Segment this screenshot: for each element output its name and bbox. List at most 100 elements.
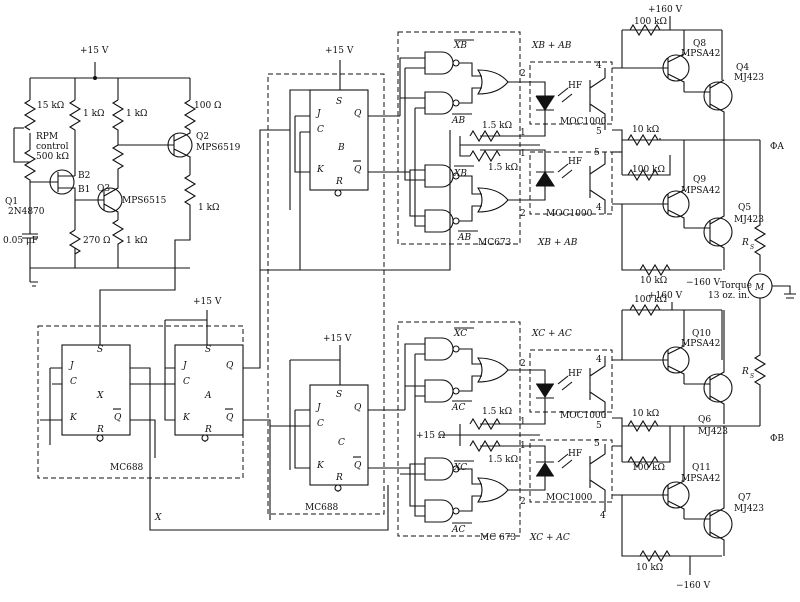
gate-block-bottom: XC AC XC + AC XC AC XC + AC MC 673: [397, 321, 572, 543]
supply-15v-ffb: +15 V: [325, 46, 354, 56]
torque-label: Torque: [720, 281, 752, 291]
q5-label: Q5: [738, 203, 751, 213]
ffx-pin-r: R: [96, 425, 104, 435]
mc688-mid-outline: [267, 73, 385, 515]
q3-label: Q3: [97, 184, 110, 194]
opto-top-2-hf: HF: [568, 157, 582, 167]
or-gate-bottom-1: [476, 357, 509, 383]
mc673-bottom-outline: [397, 321, 521, 537]
gate-top-in4: AB: [457, 233, 471, 243]
r10k-q11: 10 kΩ: [636, 563, 663, 573]
q8-label: Q8: [693, 39, 706, 49]
ffa-pin-r: R: [204, 425, 212, 435]
resistor-1k-b1-label: 1 kΩ: [83, 109, 105, 119]
motor-section: R S M Torque 13 oz. in. R S: [708, 140, 796, 426]
ffa-pin-c: C: [183, 377, 190, 387]
q2-part: MPS6519: [196, 143, 241, 153]
opto-bottom-1-part: MOC1000: [560, 411, 607, 421]
ffc-pin-r: R: [335, 473, 343, 483]
opto-top-2-pin4: 4: [596, 203, 602, 213]
opto-bottom-2-outline: [529, 439, 613, 503]
supply-m160v-top: −160 V: [686, 278, 721, 288]
ffc-pin-j: J: [315, 403, 322, 413]
q4-transistor-symbol: [703, 81, 733, 111]
q11-label: Q11: [692, 463, 711, 473]
opto-r2: 1.5 kΩ: [488, 163, 518, 173]
ffx-pin-qbar: Q: [114, 413, 122, 423]
q6-part: MJ423: [698, 427, 728, 437]
pot-label-1: RPM: [36, 132, 58, 142]
ffc-pin-s: S: [336, 390, 342, 400]
opto-r1: 1.5 kΩ: [482, 121, 512, 131]
nand-gate-3: [424, 164, 454, 188]
nand-gate-7: [424, 457, 454, 481]
opto-bottom-2-hf: HF: [568, 449, 582, 459]
gate-top-in2: AB: [451, 116, 465, 126]
q10-label: Q10: [692, 329, 711, 339]
ffc-pin-q: Q: [354, 403, 362, 413]
opto-bottom-2-pin2: 2: [520, 497, 526, 507]
q6-transistor-symbol: [703, 373, 733, 403]
opto-top-1-pin2: 2: [520, 69, 526, 79]
gate-bottom-in1: XC: [453, 329, 467, 339]
r100k-q10: 100 kΩ: [634, 295, 667, 305]
flipflop-a: [174, 344, 244, 436]
gate-bottom-in4: AC: [451, 525, 465, 535]
ffc-name: C: [338, 438, 345, 448]
q1-part: 2N4870: [8, 207, 45, 217]
mc688-left-block: S J C X K R Q MC688 S J C A K R Q Q +15 …: [37, 129, 389, 531]
gate-bottom-label-1: XC + AC: [531, 329, 572, 339]
opto-top-1-pin5: 5: [596, 127, 602, 137]
opto-top-2-pin5: 5: [594, 148, 600, 158]
gate-bottom-label-2: XC + AC: [529, 533, 570, 543]
opto-top-2-pin2: 2: [520, 209, 526, 219]
r10k-q10: 10 kΩ: [632, 409, 659, 419]
phase-a-label: ΦA: [770, 142, 784, 152]
opto-bottom-2-part: MOC1000: [546, 493, 593, 503]
supply-15v-ffa: +15 V: [193, 297, 222, 307]
q7-label: Q7: [738, 493, 751, 503]
ffa-pin-k: K: [182, 413, 191, 423]
q5-part: MJ423: [734, 215, 764, 225]
ffc-pin-qbar: Q: [354, 461, 362, 471]
opto-supply-label: +15 Ω: [416, 431, 445, 441]
q1-b1-pin: B1: [78, 185, 90, 195]
mc688-mid-label: MC688: [305, 503, 339, 513]
oscillator-section: +15 V 15 kΩ 1 kΩ 1 kΩ 100 Ω RPM control …: [3, 46, 241, 330]
resistor-1k-q3-label: 1 kΩ: [126, 236, 148, 246]
resistor-15k-label: 15 kΩ: [37, 101, 64, 111]
rs-top-sub: S: [750, 244, 754, 251]
driver-section-top: +160 V 100 kΩ Q8 MPSA42 Q4 MJ423 10 kΩ Φ…: [612, 5, 784, 288]
q8-part: MPSA42: [681, 49, 720, 59]
resistor-1k-b2-label: 1 kΩ: [126, 109, 148, 119]
gate-top-label-1: XB + AB: [531, 41, 572, 51]
ffc-pin-k: K: [316, 461, 325, 471]
r10k-q8: 10 kΩ: [632, 125, 659, 135]
supply-15v-ffc: +15 V: [323, 334, 352, 344]
driver-section-bottom: +160 V 100 kΩ Q10 MPSA42 Q6 MJ423 10 kΩ …: [612, 291, 784, 591]
nand-gate-5: [424, 337, 454, 361]
q2-label: Q2: [196, 132, 209, 142]
opto-bottom-1-pin4: 4: [596, 355, 602, 365]
resistor-1k-q2-label: 1 kΩ: [198, 203, 220, 213]
r100k-q11: 100 kΩ: [632, 463, 665, 473]
q5-transistor-symbol: [703, 217, 733, 247]
phase-b-label: ΦB: [770, 434, 784, 444]
ffb-pin-q: Q: [354, 109, 362, 119]
flipflop-c-block: +15 V S J C C K R Q Q MC688: [270, 334, 410, 513]
mc673-top-outline: [397, 31, 521, 245]
opto-bottom-1-hf: HF: [568, 369, 582, 379]
r100k-q9: 100 kΩ: [632, 165, 665, 175]
opto-bottom-2-pin4: 4: [600, 511, 606, 521]
or-gate-top-1: [476, 69, 509, 95]
torque-value: 13 oz. in.: [708, 291, 750, 301]
opto-top-1-pin4: 4: [596, 61, 602, 71]
ffc-pin-c: C: [317, 419, 324, 429]
ffb-name: B: [337, 143, 345, 153]
q4-part: MJ423: [734, 73, 764, 83]
nand-gate-8: [424, 499, 454, 523]
flipflop-b-block: +15 V S J C B K R Q Q: [260, 46, 450, 515]
q9-part: MPSA42: [681, 186, 720, 196]
ffb-pin-c: C: [317, 125, 324, 135]
